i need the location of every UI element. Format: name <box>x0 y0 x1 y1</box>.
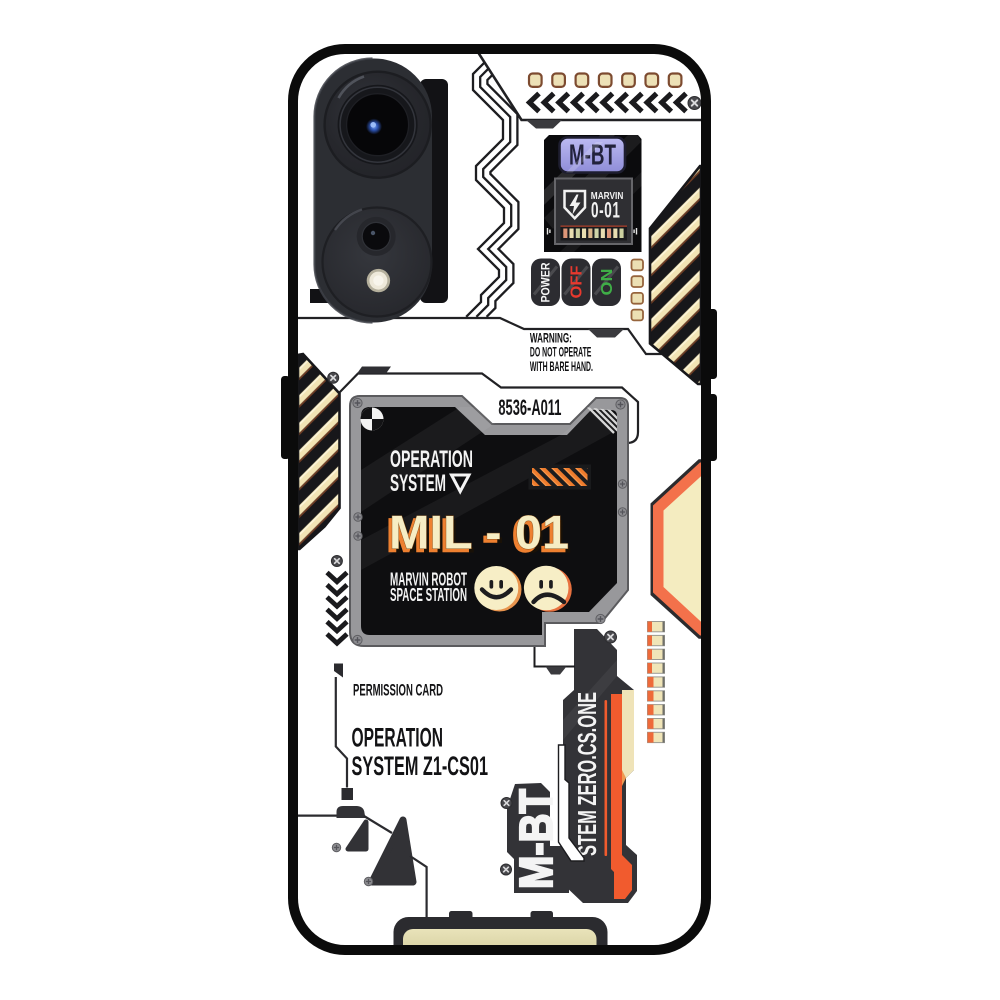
svg-text:SYSTEM: SYSTEM <box>390 470 446 497</box>
svg-text:MARVIN ROBOT: MARVIN ROBOT <box>390 570 467 590</box>
svg-text:8536-A011: 8536-A011 <box>498 395 561 420</box>
svg-text:M-BT: M-BT <box>569 140 616 172</box>
svg-text:MIL - 01: MIL - 01 <box>389 506 569 559</box>
svg-text:SYSTEM Z1-CS01: SYSTEM Z1-CS01 <box>352 751 489 781</box>
svg-text:0-01: 0-01 <box>591 197 621 222</box>
svg-text:WARNING:: WARNING: <box>530 329 572 345</box>
svg-text:OFF: OFF <box>569 265 586 298</box>
svg-text:WITH BARE HAND.: WITH BARE HAND. <box>530 358 593 374</box>
svg-text:MIL - 01: MIL - 01 <box>386 509 566 562</box>
svg-text:PERMISSION CARD: PERMISSION CARD <box>353 681 443 700</box>
svg-text:DO NOT OPERATE: DO NOT OPERATE <box>530 344 592 360</box>
svg-text:OPERATION: OPERATION <box>352 723 444 753</box>
svg-text:M-BT: M-BT <box>510 789 562 889</box>
svg-text:POWER: POWER <box>541 262 553 303</box>
svg-text:STEM ZERO.CS.ONE: STEM ZERO.CS.ONE <box>572 692 602 856</box>
svg-text:MARVIN: MARVIN <box>591 190 624 202</box>
svg-text:OPERATION: OPERATION <box>390 446 473 473</box>
svg-text:ON: ON <box>599 269 616 296</box>
svg-text:MIL - 01: MIL - 01 <box>392 510 572 563</box>
svg-text:SPACE STATION: SPACE STATION <box>390 585 467 605</box>
